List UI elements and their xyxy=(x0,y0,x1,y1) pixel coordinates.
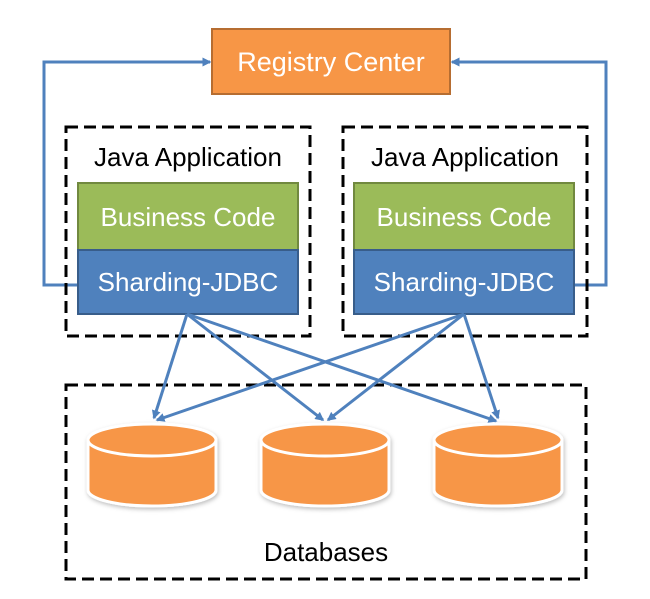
app-container-left xyxy=(64,125,312,338)
arrow-right-to-db1 xyxy=(155,312,465,422)
arrow-left-to-db2 xyxy=(186,312,325,422)
databases-container xyxy=(64,383,588,581)
arrow-left-to-db3 xyxy=(186,312,498,423)
business-code-label-left: Business Code xyxy=(101,202,276,232)
database-cylinder-3 xyxy=(432,422,564,508)
registry-center: Registry Center xyxy=(211,28,451,95)
arrow-right-to-db2 xyxy=(326,312,465,422)
sharding-jdbc-label-left: Sharding-JDBC xyxy=(98,267,279,297)
arrow-left-to-db1 xyxy=(151,313,189,420)
right-registry-arrow xyxy=(450,57,608,287)
app-container-right xyxy=(341,125,589,338)
db-connection-arrows xyxy=(151,312,500,423)
business-code-label-right: Business Code xyxy=(377,202,552,232)
databases-label: Databases xyxy=(264,537,388,567)
app-title-left: Java Application xyxy=(94,142,282,172)
sharding-jdbc-label-right: Sharding-JDBC xyxy=(374,267,555,297)
sharding-jdbc-box-left xyxy=(77,249,299,315)
business-code-box-right xyxy=(353,182,575,251)
java-application-right: Java Application Business Code Sharding-… xyxy=(341,125,589,338)
database-cylinder-2 xyxy=(259,422,391,508)
registry-center-label: Registry Center xyxy=(237,47,425,77)
java-application-left: Java Application Business Code Sharding-… xyxy=(64,125,312,338)
arrow-right-to-db3 xyxy=(462,313,500,420)
app-title-right: Java Application xyxy=(371,142,559,172)
registry-center-box xyxy=(211,28,451,95)
database-cylinder-1 xyxy=(86,422,218,508)
left-registry-arrow xyxy=(42,57,212,287)
